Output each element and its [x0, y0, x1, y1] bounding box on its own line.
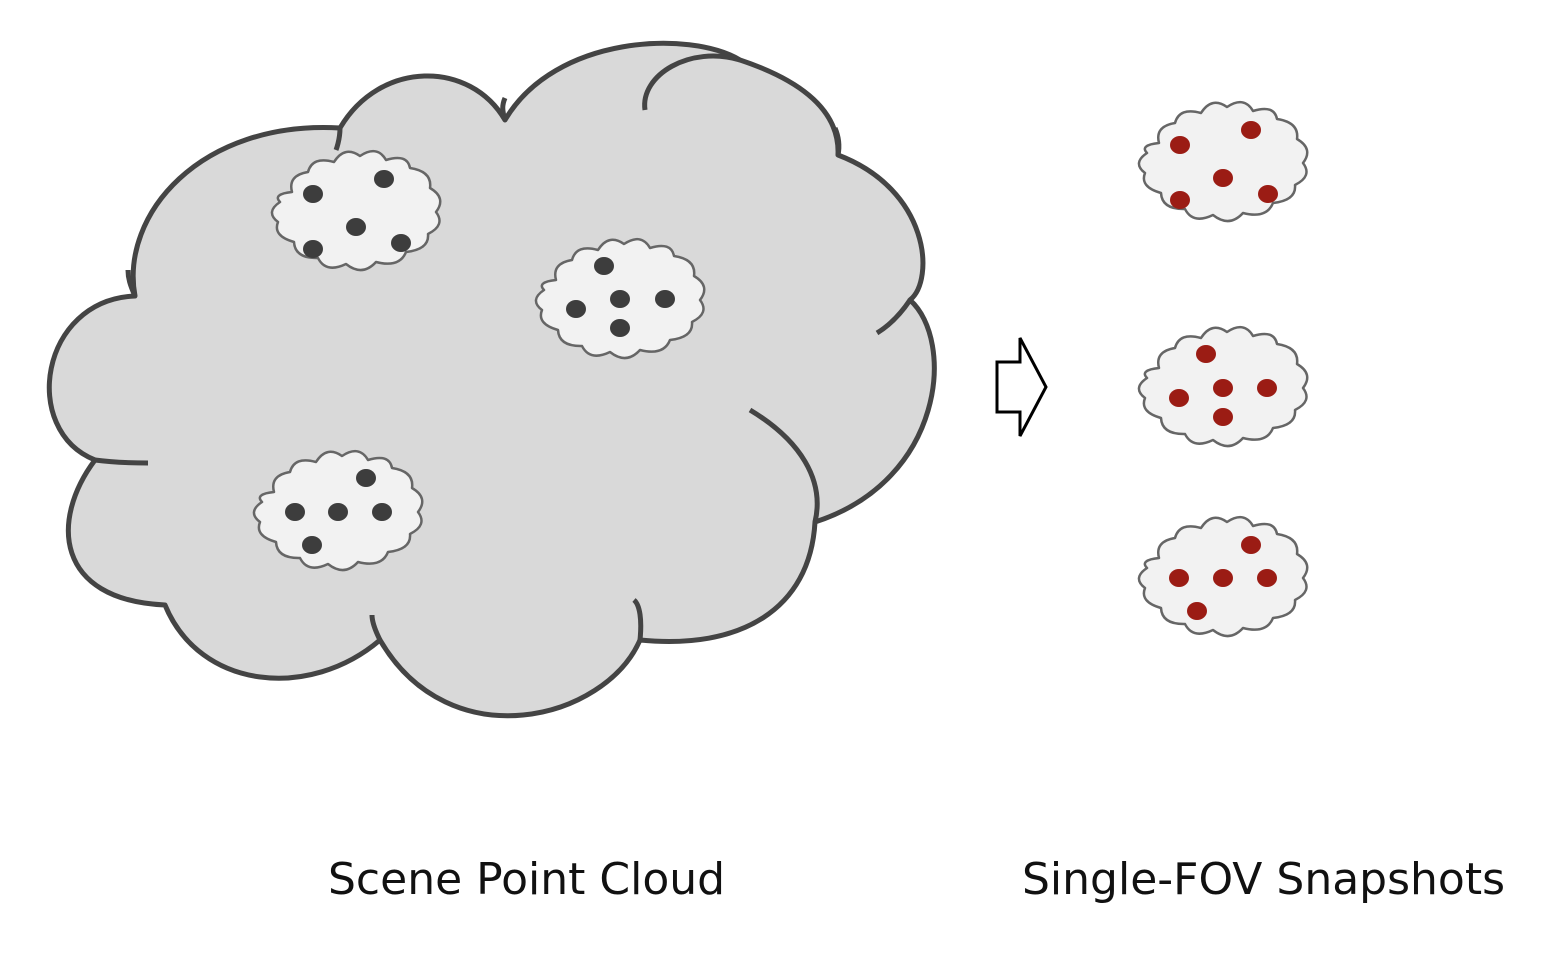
cluster-point	[1169, 569, 1189, 587]
cluster-point	[1258, 185, 1278, 203]
cluster-point	[285, 503, 305, 521]
arrow-shape	[995, 337, 1048, 437]
scene-cloud-arc	[125, 269, 138, 298]
scene-cloud-arc	[94, 457, 149, 466]
cluster-point	[1241, 121, 1261, 139]
cluster-point	[1187, 602, 1207, 620]
snapshot-cluster-2	[1137, 325, 1309, 448]
cluster-point	[655, 290, 675, 308]
cluster-point	[1213, 379, 1233, 397]
cluster-cloud-shape	[1137, 100, 1309, 223]
cluster-point	[391, 234, 411, 252]
cluster-point	[374, 170, 394, 188]
snapshot-cluster-3	[1137, 515, 1309, 638]
right-arrow-outline-icon	[995, 337, 1048, 437]
cluster-point	[566, 300, 586, 318]
single-fov-snapshots-caption: Single-FOV Snapshots	[1022, 854, 1506, 905]
scene-cloud-arc	[642, 53, 741, 111]
cluster-point	[610, 319, 630, 337]
scene-cloud-shape	[46, 40, 937, 719]
cluster-point	[1241, 536, 1261, 554]
scene-cloud-arc	[832, 127, 842, 156]
cluster-point	[1196, 345, 1216, 363]
scene-cluster-1	[270, 149, 442, 272]
scene-cloud-arc	[748, 407, 820, 523]
scene-cloud-arc	[632, 598, 644, 641]
cluster-point	[1169, 389, 1189, 407]
cluster-point	[1213, 169, 1233, 187]
scene-point-cloud-caption: Scene Point Cloud	[328, 854, 726, 905]
cluster-point	[303, 185, 323, 203]
cluster-point	[372, 503, 392, 521]
cluster-point	[1213, 408, 1233, 426]
scene-cloud-arc	[369, 614, 383, 642]
cluster-point	[1170, 136, 1190, 154]
scene-cloud-arc	[875, 298, 913, 336]
cluster-point	[1170, 191, 1190, 209]
cluster-point	[302, 536, 322, 554]
cluster-point	[328, 503, 348, 521]
scene-cluster-2	[534, 237, 706, 360]
scene-point-cloud	[46, 40, 937, 719]
point-clusters	[252, 100, 1309, 638]
cluster-point	[594, 257, 614, 275]
cluster-point	[610, 290, 630, 308]
scene-cloud-arc	[500, 97, 508, 121]
cluster-point	[1213, 569, 1233, 587]
scene-cloud-arc	[333, 127, 343, 151]
scene-cluster-3	[252, 449, 424, 572]
cluster-point	[1257, 569, 1277, 587]
cluster-point	[303, 240, 323, 258]
cluster-point	[356, 469, 376, 487]
cluster-point	[346, 218, 366, 236]
cluster-point	[1257, 379, 1277, 397]
snapshot-cluster-1	[1137, 100, 1309, 223]
